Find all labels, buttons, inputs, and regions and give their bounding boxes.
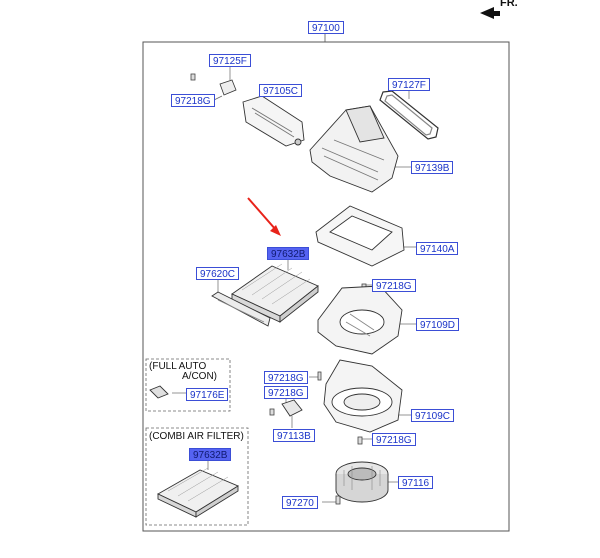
label-97109C[interactable]: 97109C [411, 409, 455, 422]
label-97218G[interactable]: 97218G [372, 433, 416, 446]
label-97270[interactable]: 97270 [282, 496, 318, 509]
assembly-frame [142, 41, 510, 532]
part-97125F [219, 79, 237, 96]
label-97218G[interactable]: 97218G [372, 279, 416, 292]
note-full-auto: (FULL AUTO [149, 361, 207, 372]
part-97116 [335, 461, 389, 503]
label-97116[interactable]: 97116 [398, 476, 434, 489]
orientation-label: FR. [500, 0, 518, 9]
label-97109D[interactable]: 97109D [416, 318, 460, 331]
label-97140A[interactable]: 97140A [416, 242, 459, 255]
full-auto-box [145, 358, 231, 412]
label-97620C[interactable]: 97620C [196, 267, 240, 280]
label-97125F[interactable]: 97125F [209, 54, 251, 67]
part-97176E [149, 385, 169, 399]
part-97620C [211, 291, 271, 327]
part-97105C [242, 95, 305, 147]
front-direction-icon [480, 7, 500, 19]
label-97100[interactable]: 97100 [308, 21, 344, 34]
label-97139B[interactable]: 97139B [411, 161, 454, 174]
label-97127F[interactable]: 97127F [388, 78, 430, 91]
part-97113B [281, 399, 303, 417]
part-97127F [379, 90, 439, 140]
part-97139B [309, 105, 399, 193]
part-97632B [231, 263, 319, 323]
label-97218G[interactable]: 97218G [171, 94, 215, 107]
label-97218G[interactable]: 97218G [264, 386, 308, 399]
label-97218G[interactable]: 97218G [264, 371, 308, 384]
label-97632B-combi[interactable]: 97632B [189, 448, 232, 461]
note-combi-filter: (COMBI AIR FILTER) [149, 431, 244, 442]
label-97113B[interactable]: 97113B [273, 429, 315, 442]
note-acon: A/CON) [182, 371, 217, 382]
combi-filter-box [145, 427, 249, 526]
part-97109D [317, 285, 403, 355]
highlight-arrow-icon [247, 197, 281, 236]
label-97105C[interactable]: 97105C [259, 84, 303, 97]
part-97109C [323, 359, 403, 433]
part-97140A [315, 205, 405, 267]
part-97632B-combi [157, 467, 239, 518]
label-97176E[interactable]: 97176E [186, 388, 229, 401]
label-97632B[interactable]: 97632B [267, 247, 310, 260]
